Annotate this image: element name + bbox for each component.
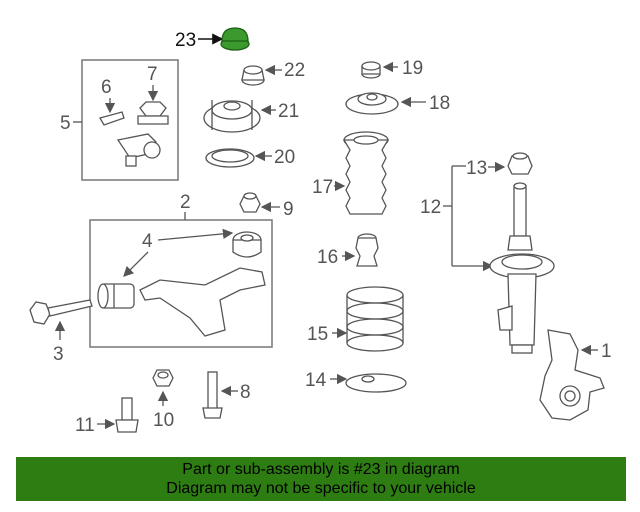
lower-control-arm[interactable] [139,267,266,337]
part-4-bushing-front[interactable] [97,283,135,309]
callout-15: 15 [307,324,328,345]
part-9-nut[interactable] [239,192,261,213]
group-box-2 [89,219,273,348]
part-6-clip[interactable] [99,111,125,126]
callout-3: 3 [53,344,64,365]
part-12-strut[interactable] [489,182,555,354]
part-19-bumper[interactable] [361,61,381,79]
callout-11: 11 [75,415,95,436]
part-16-bump-stop[interactable] [355,233,379,267]
callout-20: 20 [274,147,295,168]
info-banner: Part or sub-assembly is #23 in diagram D… [16,457,626,501]
part-7-nut[interactable] [137,101,169,125]
part-13-nut[interactable] [507,152,533,175]
callout-16: 16 [317,247,338,268]
part-10-nut[interactable] [152,369,174,387]
group-box-5 [81,59,179,181]
part-4-bushing-rear[interactable] [232,231,262,258]
callout-19: 19 [402,58,423,79]
part-3-bolt[interactable] [29,299,93,325]
callout-7: 7 [147,64,158,85]
callout-9: 9 [283,199,294,220]
part-1-steering-knuckle[interactable] [539,329,605,421]
part-20-ring[interactable] [205,148,255,168]
banner-line-2: Diagram may not be specific to your vehi… [166,480,476,497]
callout-23: 23 [175,30,196,51]
callout-22: 22 [284,60,305,81]
callout-14: 14 [305,370,327,391]
part-18-upper-seat[interactable] [345,92,399,115]
callout-10: 10 [153,410,174,431]
callout-1: 1 [601,341,612,362]
part-21-mount[interactable] [203,100,261,133]
callout-2: 2 [180,192,191,213]
callout-13: 13 [466,158,487,179]
part-15-coil-spring[interactable] [346,286,404,352]
part-23-highlighted[interactable]: 23 [175,27,250,51]
banner-line-1: Part or sub-assembly is #23 in diagram [182,461,460,478]
part-14-lower-insulator[interactable] [345,373,407,393]
callout-12: 12 [420,197,441,218]
part-5-ball-joint[interactable] [116,133,161,167]
callout-18: 18 [429,93,450,114]
callout-21: 21 [278,101,299,122]
part-11-bolt[interactable] [115,397,139,433]
part-22-nut[interactable] [241,65,265,86]
callout-5: 5 [60,113,71,134]
callout-8: 8 [240,382,251,403]
part-8-bolt[interactable] [202,371,223,419]
part-17-dust-boot[interactable] [342,131,390,215]
callout-17: 17 [312,177,333,198]
callout-4: 4 [142,231,153,252]
callout-6: 6 [101,77,112,98]
